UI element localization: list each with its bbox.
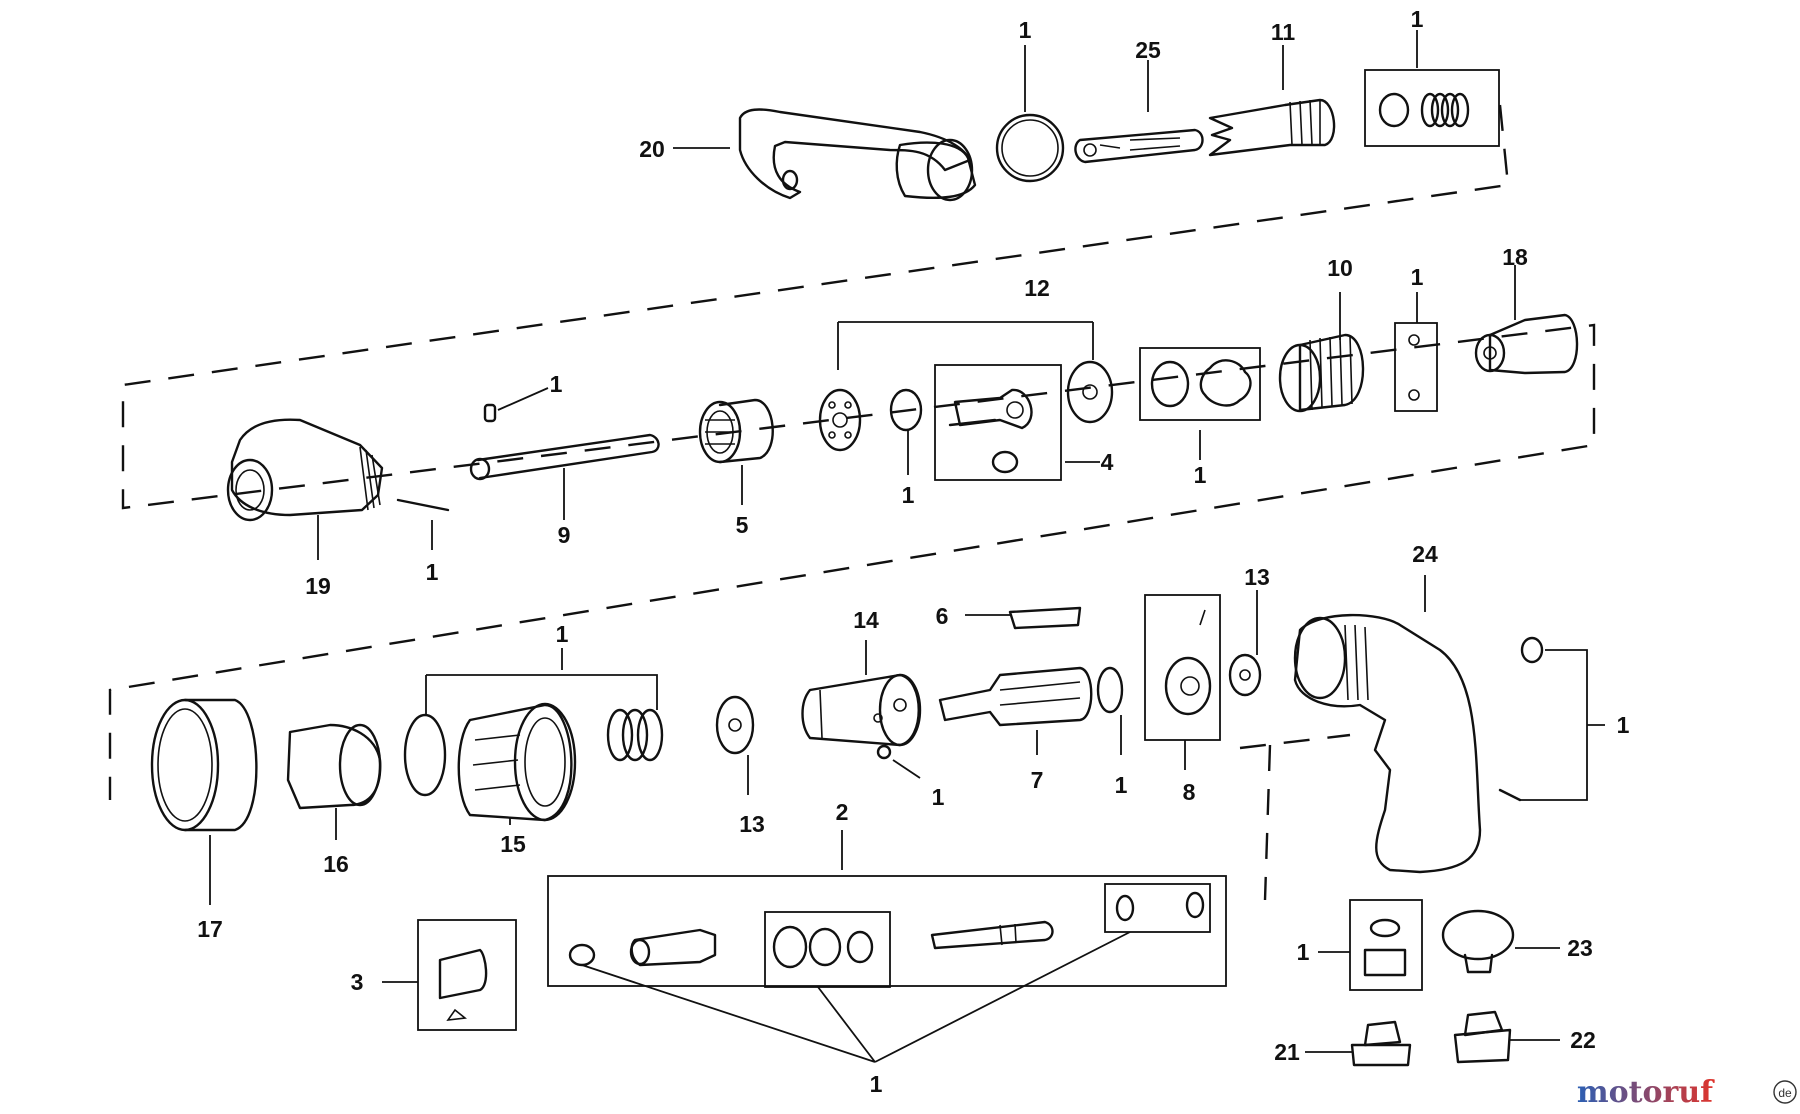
- part-14-cylinder: [801, 673, 922, 747]
- part-20-handle-bracket: [738, 108, 977, 202]
- part-1-oring-small: [1096, 666, 1124, 714]
- callout-1: 1: [1019, 17, 1032, 43]
- callout-11: 11: [1271, 19, 1296, 45]
- callout-23: 23: [1567, 935, 1593, 961]
- part-13-plate: [715, 695, 755, 755]
- part-15-muffler: [457, 702, 577, 822]
- callout-13: 13: [1244, 564, 1270, 590]
- motoruf-logo: motoruf de: [1577, 1075, 1797, 1110]
- part-4-rotor-group: [934, 364, 1062, 481]
- callout-1: 1: [1194, 462, 1207, 488]
- part-7-rotor: [938, 666, 1093, 727]
- callout-13: 13: [739, 811, 765, 837]
- part-6-vane: [1008, 606, 1082, 630]
- callout-1: 1: [1411, 6, 1424, 32]
- part-1-ball: [876, 744, 892, 760]
- part-25-clutch-spring: [1074, 128, 1204, 164]
- callout-4: 4: [1101, 449, 1114, 475]
- part-3-trigger: [417, 919, 517, 1031]
- callout-24: 24: [1412, 541, 1438, 567]
- part-21-filter: [1350, 1020, 1412, 1067]
- callout-21: 21: [1274, 1039, 1300, 1065]
- part-1-oring-trigger: [1520, 636, 1544, 664]
- part-24-housing: [1293, 613, 1482, 874]
- callout-1: 1: [1297, 939, 1310, 965]
- part-1-spool-small: [568, 943, 596, 967]
- part-1-seal-spring-group: [1364, 69, 1500, 147]
- callout-18: 18: [1502, 244, 1528, 270]
- part-plate-a: [818, 388, 862, 452]
- part-1-orings-group: [764, 911, 891, 988]
- part-1-pin-a: [483, 403, 497, 423]
- part-9-shaft: [469, 433, 660, 481]
- callout-1: 1: [556, 621, 569, 647]
- part-18-end-cap: [1474, 313, 1579, 375]
- callout-5: 5: [736, 512, 749, 538]
- callout-8: 8: [1183, 779, 1196, 805]
- part-2-valve-assembly-box: [547, 875, 1227, 987]
- part-1-orings-pair: [1104, 883, 1211, 933]
- callout-16: 16: [323, 851, 349, 877]
- part-17-ring-nut: [150, 698, 258, 832]
- part-23-diaphragm: [1441, 909, 1515, 974]
- part-19-nose-housing: [226, 418, 384, 522]
- part-1-pin-b: [396, 498, 450, 512]
- callout-14: 14: [853, 607, 879, 633]
- callout-1: 1: [932, 784, 945, 810]
- part-13-plate-b: [1228, 653, 1262, 697]
- callout-6: 6: [936, 603, 949, 629]
- part-1-seal-group-a: [1139, 347, 1261, 421]
- callout-1: 1: [550, 371, 563, 397]
- part-11-clutch-jaw: [1208, 98, 1336, 157]
- leader-lines: [209, 30, 1605, 1063]
- callout-12: 12: [1024, 275, 1050, 301]
- part-1-retaining-ring: [995, 113, 1065, 183]
- callout-9: 9: [558, 522, 571, 548]
- part-1-seal-box: [1349, 899, 1423, 991]
- part-1-spring: [606, 708, 664, 762]
- part-1-pins-group: [1394, 322, 1438, 412]
- part-1-oring-large: [403, 713, 447, 797]
- callout-1: 1: [1617, 712, 1630, 738]
- callout-3: 3: [351, 969, 364, 995]
- part-1-pin-trigger: [1498, 788, 1522, 802]
- assembly-guide-lines: [108, 104, 1596, 901]
- part-1-snap-ring: [889, 388, 923, 432]
- callout-19: 19: [305, 573, 331, 599]
- part-valve-stem: [930, 920, 1054, 950]
- callout-17: 17: [197, 916, 223, 942]
- callout-1: 1: [870, 1071, 883, 1097]
- callout-20: 20: [639, 136, 665, 162]
- logo-text: motoruf: [1577, 1075, 1715, 1110]
- part-8-bearing-group: [1144, 594, 1221, 741]
- callout-22: 22: [1570, 1027, 1596, 1053]
- part-5-bearing: [698, 398, 774, 464]
- part-plate-b: [1066, 360, 1114, 424]
- callout-10: 10: [1327, 255, 1353, 281]
- callout-15: 15: [500, 831, 526, 857]
- callout-25: 25: [1135, 37, 1161, 63]
- callout-2: 2: [836, 799, 849, 825]
- part-valve-spool: [629, 928, 717, 967]
- part-10-cylinder: [1278, 333, 1365, 413]
- callout-1: 1: [1115, 772, 1128, 798]
- callout-1: 1: [426, 559, 439, 585]
- logo-mark-circle: [1773, 1080, 1797, 1104]
- callout-7: 7: [1031, 767, 1044, 793]
- logo-mark: de: [1778, 1086, 1792, 1100]
- callout-1: 1: [1411, 264, 1424, 290]
- part-22-inlet-fitting: [1453, 1010, 1512, 1064]
- part-16-sleeve: [286, 723, 382, 810]
- callout-labels: 1 25 11 1 20 12 10 1 18 1 4 1 1 19 1 9 5…: [197, 6, 1629, 1097]
- callout-1: 1: [902, 482, 915, 508]
